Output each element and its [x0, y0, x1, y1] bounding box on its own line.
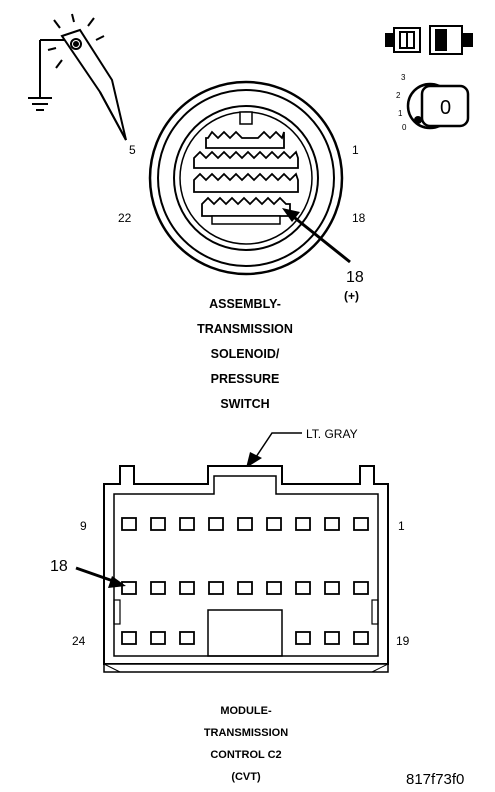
- lower-title-line-1: MODULE-: [220, 705, 272, 717]
- lower-callout-pin: 18: [50, 558, 68, 575]
- lower-pin-label-9: 9: [80, 519, 87, 533]
- upper-title-line-4: PRESSURE: [211, 372, 280, 386]
- upper-callout-pin: 18: [346, 269, 364, 286]
- upper-pin-label-22: 22: [118, 211, 132, 225]
- lower-pin-label-24: 24: [72, 634, 86, 648]
- upper-title-line-1: ASSEMBLY-: [209, 297, 281, 311]
- cavity-row-1: [121, 517, 369, 531]
- lower-color-label: LT. GRAY: [306, 427, 358, 441]
- upper-callout-polarity: (+): [344, 289, 359, 303]
- pin-row-2: [193, 150, 299, 169]
- upper-title-line-5: SWITCH: [220, 397, 269, 411]
- color-label-leader: [246, 432, 302, 468]
- figure-id: 817f73f0: [406, 771, 464, 788]
- pin-row-3: [193, 172, 299, 193]
- lower-pin-label-19: 19: [396, 634, 410, 648]
- solenoid-connector-title: ASSEMBLY- TRANSMISSION SOLENOID/ PRESSUR…: [197, 297, 293, 411]
- cavity-row-2: [121, 581, 369, 595]
- upper-title-line-2: TRANSMISSION: [197, 322, 293, 336]
- disconnected-connector-icon: [385, 25, 473, 55]
- ignition-pos-2: 2: [396, 91, 401, 100]
- solenoid-connector: [148, 80, 344, 276]
- upper-pin-label-1: 1: [352, 143, 359, 157]
- lower-title-line-4: (CVT): [231, 771, 261, 783]
- upper-pin-label-18: 18: [352, 211, 366, 225]
- upper-title-line-3: SOLENOID/: [211, 347, 280, 361]
- control-module-connector: [103, 465, 389, 673]
- ignition-key-off-icon: 3 2 1 0 0: [396, 73, 470, 132]
- control-module-connector-title: MODULE- TRANSMISSION CONTROL C2 (CVT): [204, 705, 288, 783]
- ignition-key-label: 0: [440, 97, 451, 119]
- ignition-pos-3: 3: [401, 73, 406, 82]
- ignition-pos-0: 0: [402, 123, 407, 132]
- pin-row-4: [201, 196, 291, 225]
- lower-callout-arrow: [75, 566, 126, 588]
- ignition-pos-1: 1: [398, 109, 403, 118]
- pin-row-1: [205, 130, 285, 149]
- lower-title-line-2: TRANSMISSION: [204, 727, 288, 739]
- lower-pin-label-1: 1: [398, 519, 405, 533]
- test-light-probe-icon: [28, 13, 127, 141]
- cavity-row-3: [121, 609, 369, 657]
- lower-title-line-3: CONTROL C2: [210, 749, 281, 761]
- upper-pin-label-5: 5: [129, 143, 136, 157]
- upper-callout-arrow: [282, 208, 351, 264]
